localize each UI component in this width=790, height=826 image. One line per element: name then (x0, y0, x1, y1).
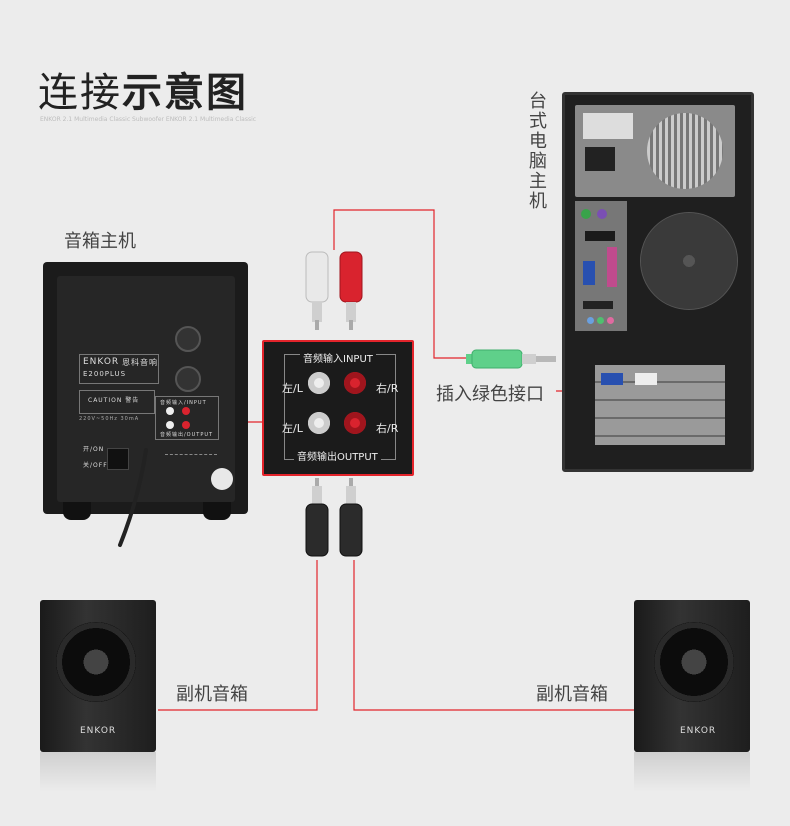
green-port-label: 插入绿色接口 (436, 384, 544, 405)
brand-name-cn: 恩科音响 (122, 358, 158, 367)
left-satellite-speaker: ENKOR (40, 600, 156, 752)
ps2-green-port (581, 209, 591, 219)
power-switch[interactable] (107, 448, 129, 470)
audio-blue-port (587, 317, 594, 324)
power-spec: 220V~50Hz 30mA (79, 416, 140, 422)
graphics-vga-port (601, 373, 623, 385)
io-jack-output-right (344, 412, 366, 434)
left-foot (63, 502, 91, 520)
io-output-header: 音频输出OUTPUT (294, 448, 381, 463)
io-jack-output-left (308, 412, 330, 434)
small-jack-red-in (182, 407, 190, 415)
volume-knob-icon (175, 326, 201, 352)
cert-icons (165, 454, 217, 465)
warning-sticker-icon (211, 468, 233, 490)
green-jack-plug (466, 349, 556, 369)
io-output-right-label: 右/R (376, 422, 399, 435)
brand-plate: ENKOR 恩科音响 E200PLUS (79, 354, 159, 384)
model-name: E200PLUS (83, 370, 127, 378)
small-jack-red-out (182, 421, 190, 429)
power-off-label: 关/OFF (83, 462, 108, 469)
diagram-title: 连接示意图 (38, 60, 248, 118)
white-rca-plug (305, 251, 329, 303)
right-speaker-brand: ENKOR (680, 726, 717, 736)
bass-knob-icon (175, 366, 201, 392)
rca-output-plugs (305, 478, 363, 557)
left-out-plug (305, 503, 329, 557)
psu-label-sticker (583, 113, 633, 139)
serial-port (585, 231, 615, 241)
ps2-purple-port (597, 209, 607, 219)
brand-name: ENKOR (83, 357, 120, 367)
audio-green-port (597, 317, 604, 324)
small-jack-white-in (166, 407, 174, 415)
pc-tower (562, 92, 754, 472)
caution-text: CAUTION 警告 (88, 397, 140, 404)
io-input-left-label: 左/L (282, 382, 303, 395)
parallel-port (607, 247, 617, 287)
rca-input-plugs (305, 251, 363, 330)
graphics-dvi-port (635, 373, 657, 385)
psu-fan-icon (647, 113, 723, 189)
left-speaker-reflection (40, 752, 156, 792)
io-jack-input-right (344, 372, 366, 394)
cable-right-satellite (353, 560, 635, 711)
cable-input-to-pc (333, 209, 470, 359)
io-panel-zoom: 音频输入INPUT 音频输出OUTPUT 左/L 右/R 左/L 右/R (262, 340, 414, 476)
audio-pink-port (607, 317, 614, 324)
small-output-tag: 音频输出/OUTPUT (160, 432, 214, 438)
left-satellite-label: 副机音箱 (176, 684, 248, 705)
small-io-area: 音频输入/INPUT 音频输出/OUTPUT (155, 396, 219, 440)
io-output-left-label: 左/L (282, 422, 303, 435)
left-speaker-driver-icon (56, 622, 136, 702)
power-cord (118, 448, 148, 547)
io-shield (575, 201, 627, 331)
pc-host-label: 台式电脑主机 (529, 91, 547, 212)
caution-plate: CAUTION 警告 (79, 390, 155, 414)
power-socket-icon (585, 147, 615, 171)
power-on-label: 开/ON (83, 446, 105, 453)
main-unit-label: 音箱主机 (64, 231, 136, 252)
right-satellite-label: 副机音箱 (536, 684, 608, 705)
vga-port (583, 261, 595, 285)
subwoofer-back-panel (57, 276, 235, 502)
right-out-plug (339, 503, 363, 557)
io-input-header: 音频输入INPUT (300, 350, 376, 365)
psu-unit (575, 105, 735, 197)
io-panel-frame (284, 354, 396, 460)
subwoofer-main-unit: ENKOR 恩科音响 E200PLUS CAUTION 警告 220V~50Hz… (43, 262, 248, 520)
title-bold-part: 示意图 (122, 70, 248, 116)
io-input-right-label: 右/R (376, 382, 399, 395)
title-light-part: 连接 (38, 70, 122, 116)
small-input-tag: 音频输入/INPUT (160, 400, 207, 406)
usb-ports (583, 301, 613, 309)
red-rca-plug (339, 251, 363, 303)
cable-left-satellite (158, 560, 318, 711)
right-satellite-speaker: ENKOR (634, 600, 750, 752)
left-speaker-brand: ENKOR (80, 726, 117, 736)
right-speaker-reflection (634, 752, 750, 792)
io-jack-input-left (308, 372, 330, 394)
diagram-subtitle: ENKOR 2.1 Multimedia Classic Subwoofer E… (40, 116, 257, 123)
case-fan-icon (640, 212, 738, 310)
small-jack-white-out (166, 421, 174, 429)
right-speaker-driver-icon (654, 622, 734, 702)
right-foot (203, 502, 231, 520)
